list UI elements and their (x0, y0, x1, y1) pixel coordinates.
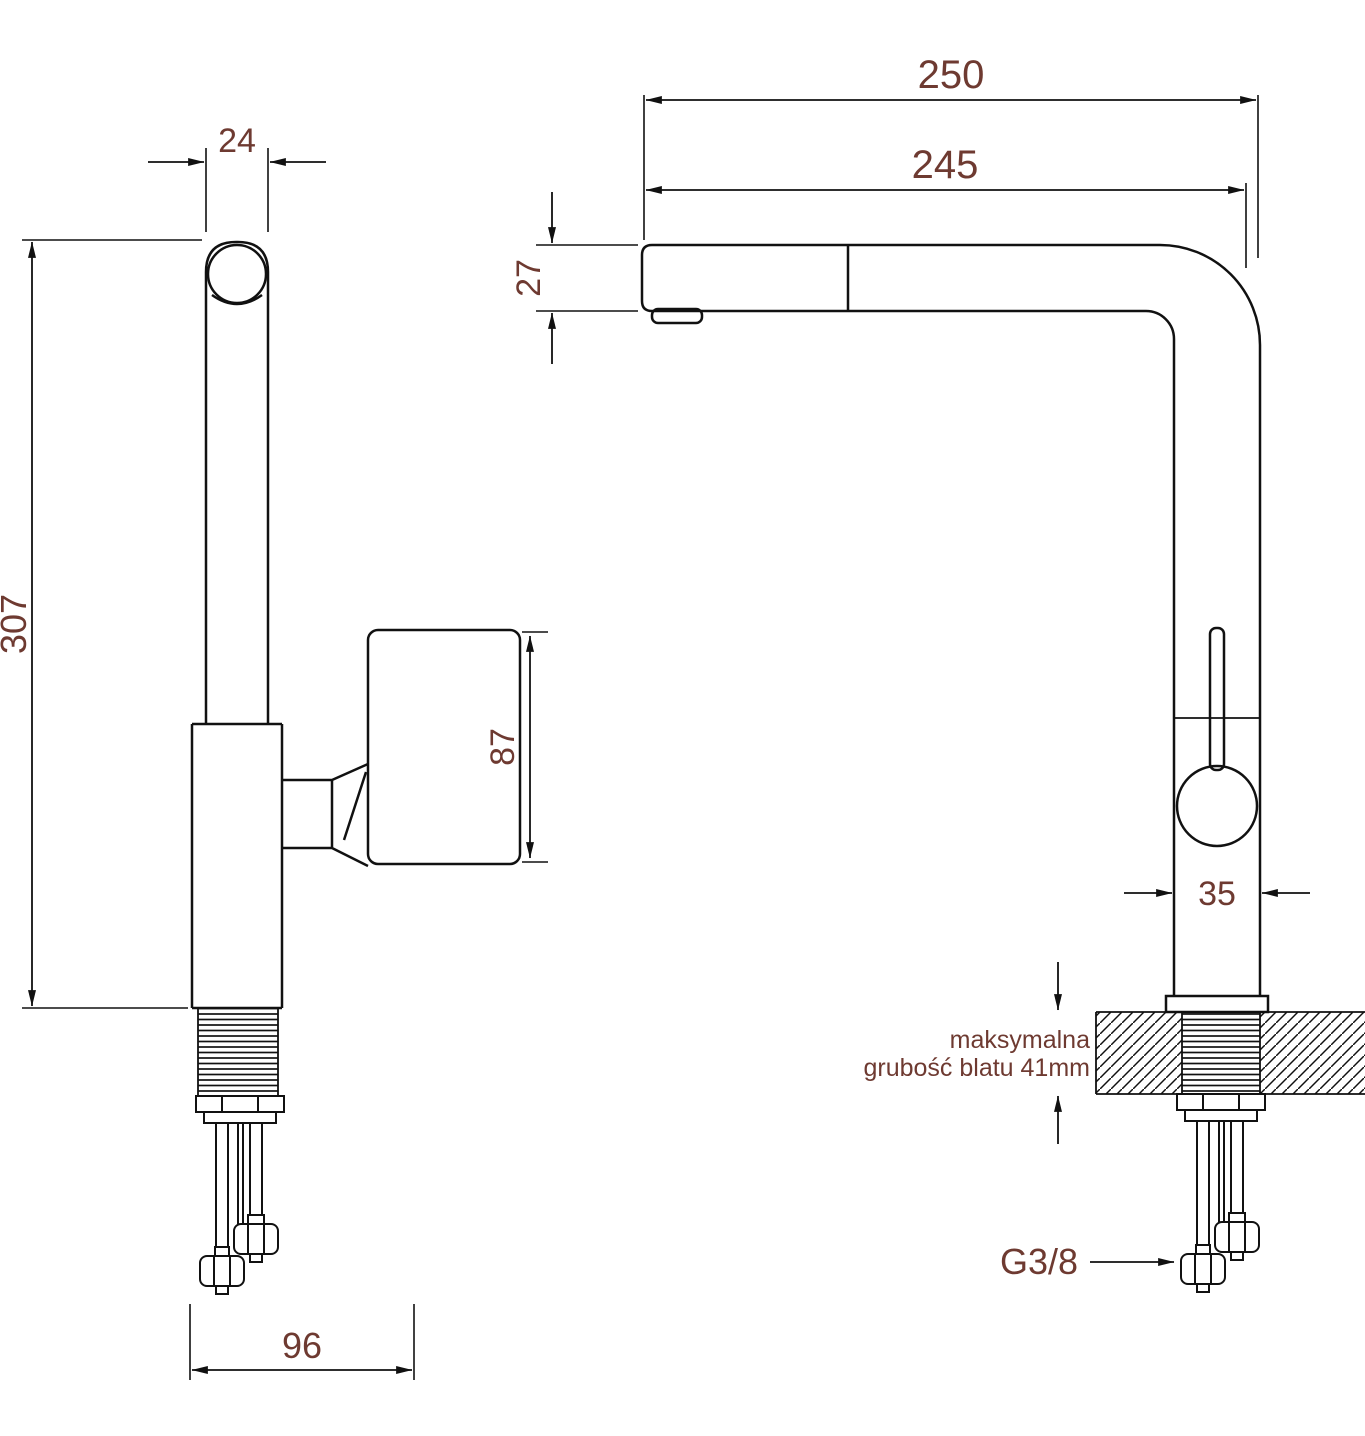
dim-spout-height-label: 27 (510, 259, 548, 297)
shank-through-counter (1182, 1012, 1260, 1094)
counter-note-line1: maksymalna (950, 1026, 1090, 1054)
spout-outer-outline (652, 243, 1262, 996)
dim-total-reach-label: 250 (918, 53, 985, 97)
thread-callout: G3/8 (1000, 1241, 1175, 1282)
dimension-total-reach: 250 (643, 53, 1259, 258)
riser-pipe-outline (204, 240, 270, 724)
dim-body-width-label: 35 (1198, 875, 1236, 913)
dim-spout-reach-label: 245 (912, 143, 979, 187)
counter-note-line2: grubość blatu 41mm (863, 1054, 1090, 1082)
front-view: 250 245 27 35 maksymalna grubość bla (510, 53, 1365, 1293)
dimension-spout-width: 24 (148, 122, 326, 232)
spout-head-left-edge (640, 243, 653, 313)
dim-total-height-label: 307 (0, 594, 34, 654)
base-flange (1164, 994, 1270, 1014)
counter-thickness-annotation: maksymalna grubość blatu 41mm (863, 962, 1090, 1144)
dimension-spout-height: 27 (510, 192, 638, 364)
dimension-body-width: 35 (1124, 875, 1310, 913)
dimension-spout-reach: 245 (645, 143, 1247, 268)
dim-handle-length-label: 87 (484, 728, 522, 766)
handle-joint (282, 762, 369, 868)
handle-ball (1175, 764, 1259, 848)
dim-spout-width-label: 24 (218, 122, 256, 160)
dimension-base-depth: 96 (189, 1304, 415, 1380)
dim-base-depth-label: 96 (282, 1325, 322, 1366)
threaded-shank (198, 1008, 278, 1096)
spout-outlet-arc (211, 293, 263, 306)
aerator-outlet (650, 307, 704, 325)
dimension-total-height: 307 (0, 239, 202, 1009)
spout-inner-outline (652, 309, 1176, 996)
spout-end-circle (206, 243, 268, 305)
faucet-body-outline (190, 722, 284, 1010)
handle-stick (1208, 626, 1226, 772)
countertop-section (1095, 1011, 1365, 1095)
thread-size-label: G3/8 (1000, 1241, 1078, 1282)
dimension-handle-length: 87 (484, 631, 548, 863)
handle-lever-side (366, 628, 522, 866)
side-view: 24 307 87 96 (0, 122, 548, 1380)
